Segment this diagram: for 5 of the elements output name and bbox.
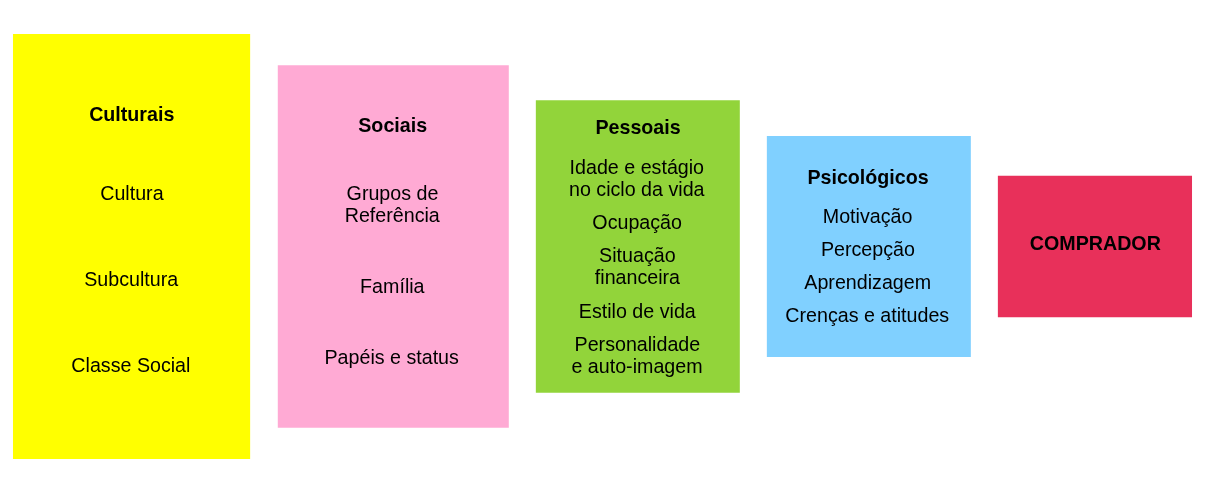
node-box: Sociais Grupos de Referência Família Papéis e status xyxy=(277,64,509,428)
node-box: Psicológicos Motivação Percepção Aprendizagem Crenças e atitudes xyxy=(766,135,971,357)
node-box: Culturais Cultura Subcultura Classe Social xyxy=(13,33,251,459)
node-box: Pessoais Idade e estágio no ciclo da vida Ocupação Situação financeira Estilo de vida Personalidade e auto-imagem xyxy=(535,99,740,393)
node-box: COMPRADOR xyxy=(997,175,1192,317)
